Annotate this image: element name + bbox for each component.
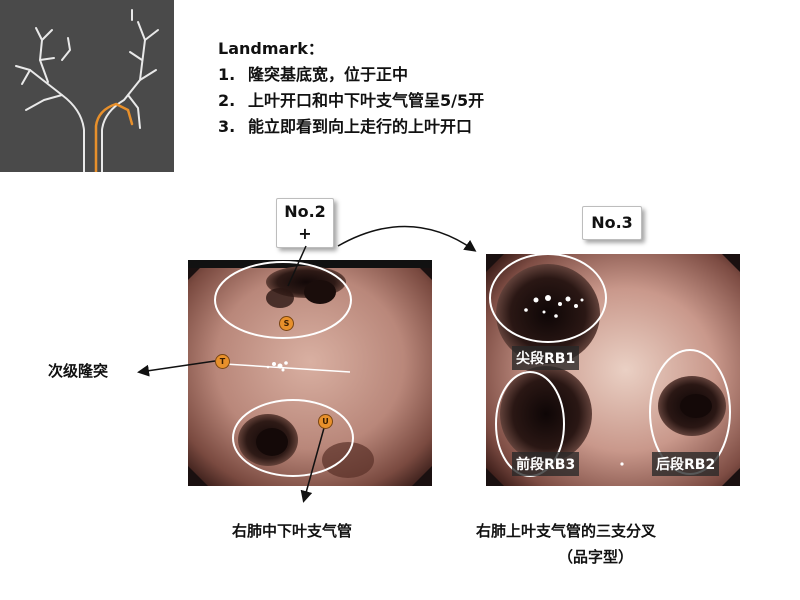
tag-no2-label: No.2 <box>284 202 326 221</box>
landmark-item-text: 上叶开口和中下叶支气管呈5/5开 <box>248 91 485 110</box>
airway-tree-drawing <box>15 9 159 174</box>
landmark-item-2: 2. 上叶开口和中下叶支气管呈5/5开 <box>218 88 484 114</box>
landmark-block: Landmark： 1. 隆突基底宽，位于正中 2. 上叶开口和中下叶支气管呈5/5… <box>218 36 484 140</box>
bronchoscopy-image-no2 <box>188 260 432 486</box>
marker-s: S <box>279 316 294 331</box>
landmark-item-1: 1. 隆突基底宽，位于正中 <box>218 62 484 88</box>
caption-secondary-carina: 次级隆突 <box>48 362 109 380</box>
label-rb2: 后段RB2 <box>652 452 720 476</box>
label-rb3: 前段RB3 <box>512 452 580 476</box>
tag-no2: No.2 + <box>276 198 334 248</box>
caption-upper-lobe-trifurcation: 右肺上叶支气管的三支分叉 <box>476 522 657 540</box>
landmark-item-text: 能立即看到向上走行的上叶开口 <box>248 117 473 136</box>
landmark-item-number: 1. <box>218 65 236 84</box>
tag-no3-label: No.3 <box>591 213 633 232</box>
caption-pin-shape: （品字型） <box>558 548 634 566</box>
tag-no2-plus: + <box>298 224 312 243</box>
airway-tree-thumbnail <box>0 0 174 174</box>
label-rb1: 尖段RB1 <box>512 346 580 370</box>
landmark-title: Landmark： <box>218 39 324 58</box>
bronchoscopy-image-no2-drawing <box>188 260 432 486</box>
landmark-item-3: 3. 能立即看到向上走行的上叶开口 <box>218 114 484 140</box>
caption-middle-lower-bronchus: 右肺中下叶支气管 <box>232 522 353 540</box>
landmark-item-number: 3. <box>218 117 236 136</box>
marker-u: U <box>318 414 333 429</box>
tag-no3: No.3 <box>582 206 642 240</box>
highlighted-airway-path <box>94 102 134 174</box>
landmark-item-text: 隆突基底宽，位于正中 <box>248 65 409 84</box>
landmark-item-number: 2. <box>218 91 236 110</box>
marker-t: T <box>215 354 230 369</box>
arrow-no2-to-no3 <box>337 225 477 252</box>
